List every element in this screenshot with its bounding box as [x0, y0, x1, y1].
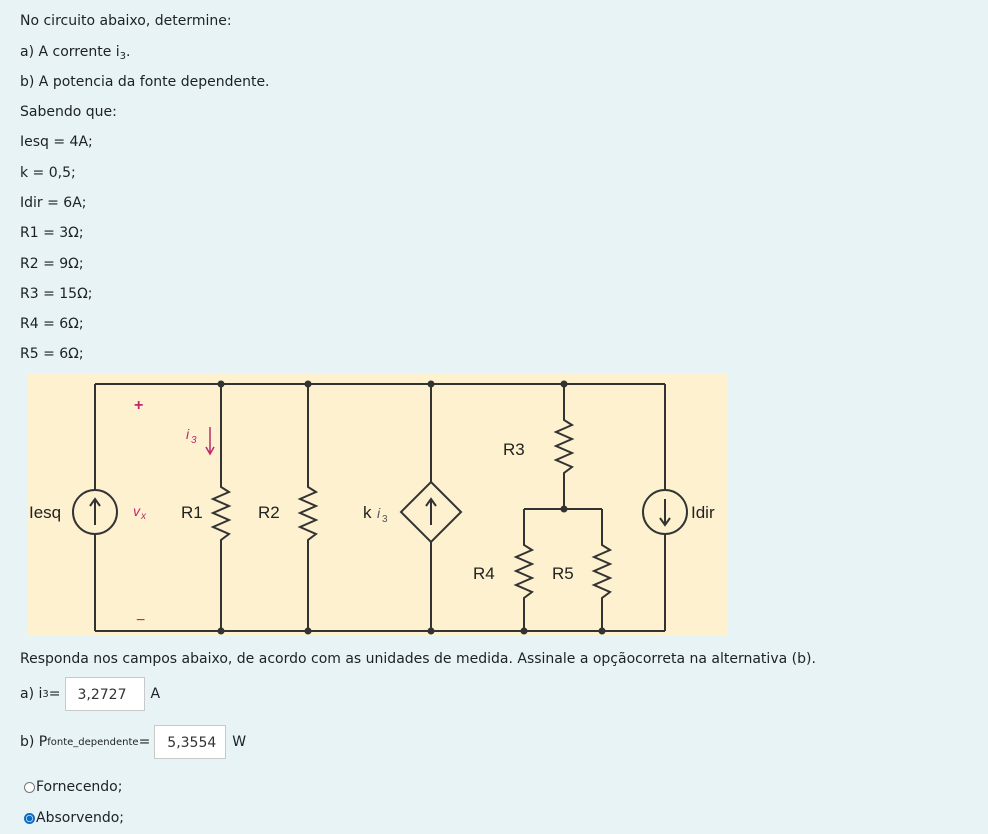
idir-source-icon — [642, 489, 688, 535]
dependent-source-icon — [399, 480, 463, 544]
option-absorvendo-label: Absorvendo; — [36, 810, 125, 826]
given-r3: R3 = 15Ω; — [20, 286, 93, 302]
given-r4: R4 = 6Ω; — [20, 316, 84, 332]
label-i3-sub: 3 — [191, 435, 197, 446]
item-a: a) A corrente i3. — [20, 42, 131, 62]
r2-resistor-icon — [297, 384, 319, 631]
option-fornecendo-label: Fornecendo; — [36, 779, 123, 795]
answer-a-input[interactable]: 3,2727 — [64, 677, 145, 711]
answer-a-label: a) i — [20, 686, 43, 702]
label-plus: + — [134, 397, 143, 414]
label-r1: R1 — [181, 503, 203, 522]
answer-a-eq: = — [48, 686, 61, 702]
given-idir: Idir = 6A; — [20, 195, 87, 211]
instructions-text: Responda nos campos abaixo, de acordo co… — [20, 651, 816, 667]
label-k-i: i — [377, 505, 381, 521]
label-k: k — [363, 503, 372, 522]
intro-text: No circuito abaixo, determine: — [20, 13, 232, 29]
r1-resistor-icon — [210, 384, 232, 631]
answer-b-eq: = — [138, 734, 151, 750]
label-k-i-sub: 3 — [382, 514, 388, 525]
option-fornecendo[interactable]: Fornecendo; — [24, 777, 122, 797]
given-r5: R5 = 6Ω; — [20, 346, 84, 362]
r4-resistor-icon — [513, 509, 535, 631]
item-b: b) A potencia da fonte dependente. — [20, 74, 270, 90]
i3-arrow-icon — [205, 427, 215, 456]
answer-b-sub: fonte_dependente — [47, 736, 139, 748]
label-i3: i — [186, 426, 190, 442]
rail-wires — [95, 383, 665, 632]
given-r1: R1 = 3Ω; — [20, 225, 84, 241]
label-r4: R4 — [473, 564, 495, 583]
label-minus: − — [136, 612, 145, 629]
r3-resistor-icon — [553, 384, 575, 509]
radio-fornecendo[interactable] — [24, 781, 35, 793]
option-absorvendo[interactable]: Absorvendo; — [24, 808, 124, 828]
node-dots — [217, 380, 606, 635]
answer-b-input[interactable]: 5,3554 — [154, 725, 227, 759]
label-r3: R3 — [503, 440, 525, 459]
label-idir: Idir — [691, 503, 715, 522]
label-vx-sub: x — [140, 511, 147, 522]
given-iesq: Iesq = 4A; — [20, 134, 93, 150]
answer-b-unit: W — [232, 734, 247, 750]
radio-absorvendo[interactable] — [24, 812, 35, 824]
r5-resistor-icon — [591, 509, 613, 631]
given-r2: R2 = 9Ω; — [20, 256, 84, 272]
item-a-sub: 3 — [119, 51, 127, 62]
given-k: k = 0,5; — [20, 165, 76, 181]
label-iesq: Iesq — [29, 503, 61, 522]
given-label: Sabendo que: — [20, 104, 117, 120]
item-a-text: a) A corrente i — [20, 44, 120, 60]
label-vx: v — [133, 503, 141, 519]
answer-a-sub: 3 — [42, 688, 49, 700]
label-r2: R2 — [258, 503, 280, 522]
answer-b-label: b) P — [20, 734, 48, 750]
iesq-source-icon — [72, 489, 118, 535]
answer-a-unit: A — [150, 686, 161, 702]
label-r5: R5 — [552, 564, 574, 583]
item-a-suffix: . — [126, 44, 131, 60]
